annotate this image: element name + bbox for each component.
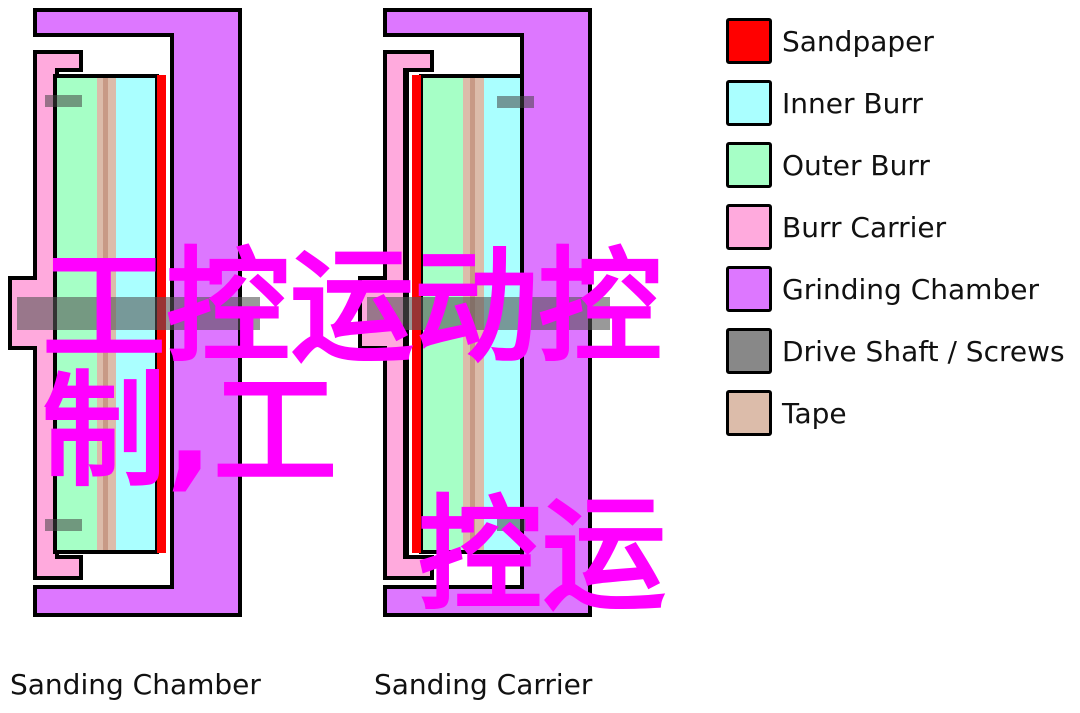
watermark-overlay: 工控运动控制,工 控运 <box>42 246 712 618</box>
screw-bottom <box>497 519 534 531</box>
legend-item-drive-shaft: Drive Shaft / Screws <box>726 328 1065 374</box>
caption-sanding-carrier: Sanding Carrier <box>374 668 593 701</box>
screw-top <box>497 96 534 108</box>
caption-sanding-chamber: Sanding Chamber <box>10 668 261 701</box>
screw-bottom <box>45 519 82 531</box>
sanding-chamber-figure <box>8 8 260 617</box>
legend-item-inner-burr: Inner Burr <box>726 80 923 126</box>
grinding-chamber-shape <box>33 8 242 617</box>
legend-swatch <box>726 390 772 436</box>
legend-label: Grinding Chamber <box>782 272 1039 306</box>
sanding-carrier-figure <box>358 8 610 617</box>
legend-label: Burr Carrier <box>782 210 947 244</box>
legend-item-sandpaper: Sandpaper <box>726 18 934 64</box>
screw-top <box>45 95 82 107</box>
drive-shaft <box>17 297 260 330</box>
legend-swatch <box>726 328 772 374</box>
legend-item-outer-burr: Outer Burr <box>726 142 930 188</box>
legend-swatch <box>726 18 772 64</box>
legend-swatch <box>726 266 772 312</box>
legend-swatch <box>726 80 772 126</box>
legend-label: Inner Burr <box>782 86 923 120</box>
legend-swatch <box>726 204 772 250</box>
watermark-overlay-line2: 控运 <box>418 484 667 628</box>
legend-item-burr-carrier: Burr Carrier <box>726 204 946 250</box>
legend-label: Outer Burr <box>782 148 930 182</box>
legend-label: Drive Shaft / Screws <box>782 334 1065 368</box>
legend-item-grinding-chamber: Grinding Chamber <box>726 266 1039 312</box>
legend-swatch <box>726 142 772 188</box>
legend-label: Tape <box>782 396 847 430</box>
watermark-overlay-line1: 工控运动控制,工 <box>42 236 663 504</box>
legend-item-tape: Tape <box>726 390 847 436</box>
grinding-chamber-shape <box>383 8 592 617</box>
legend-label: Sandpaper <box>782 24 934 58</box>
drive-shaft <box>367 297 610 330</box>
